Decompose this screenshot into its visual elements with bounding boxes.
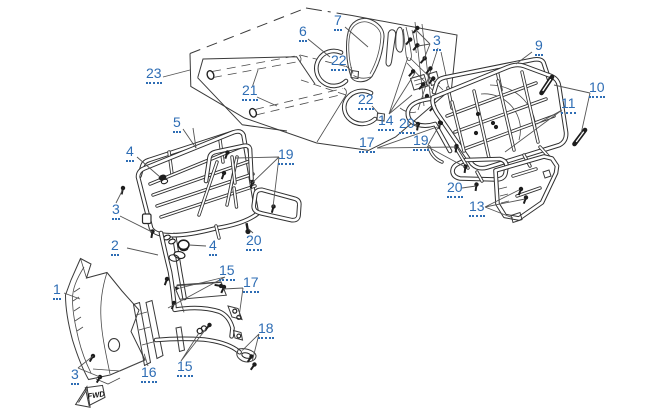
svg-text:FWD: FWD — [87, 389, 106, 401]
